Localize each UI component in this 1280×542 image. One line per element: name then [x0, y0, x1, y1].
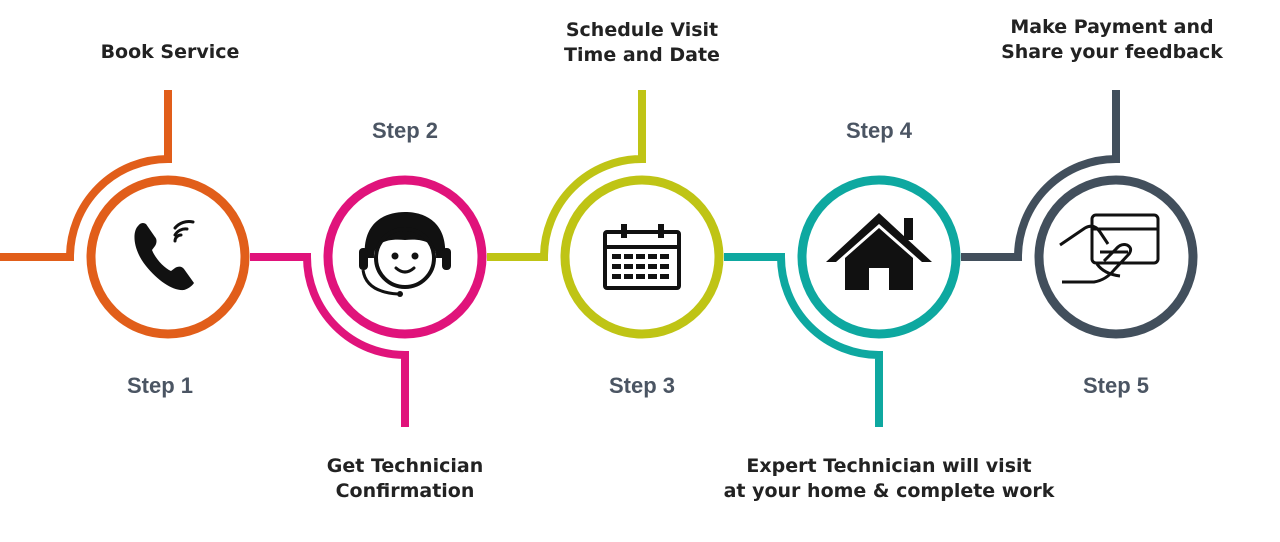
step-1-label: Step 1 — [126, 373, 194, 398]
connector-1 — [0, 90, 172, 261]
step-5-description: Make Payment and Share your feedback — [1001, 16, 1223, 63]
step-4-description: Expert Technician will visit at your hom… — [723, 455, 1055, 502]
step-4-label: Step 4 — [845, 118, 913, 143]
step-1-circle — [86, 175, 250, 339]
step-2-label: Step 2 — [371, 118, 439, 143]
phone-icon — [134, 220, 195, 291]
step-1-description: Book Service — [100, 41, 240, 63]
card-payment-icon — [1059, 213, 1160, 284]
connector-4 — [724, 253, 883, 427]
support-agent-icon — [359, 212, 451, 297]
step-5-label: Step 5 — [1082, 373, 1150, 398]
step-3-description: Schedule Visit Time and Date — [564, 19, 720, 66]
calendar-icon — [603, 224, 681, 290]
connector-5 — [961, 90, 1120, 261]
step-5-circle — [1034, 175, 1198, 339]
step-2-description: Get Technician Confirmation — [326, 455, 484, 502]
step-2-circle — [323, 175, 487, 339]
home-icon — [826, 213, 932, 290]
step-3-label: Step 3 — [608, 373, 676, 398]
connector-3 — [487, 90, 646, 261]
connector-2 — [250, 253, 409, 427]
